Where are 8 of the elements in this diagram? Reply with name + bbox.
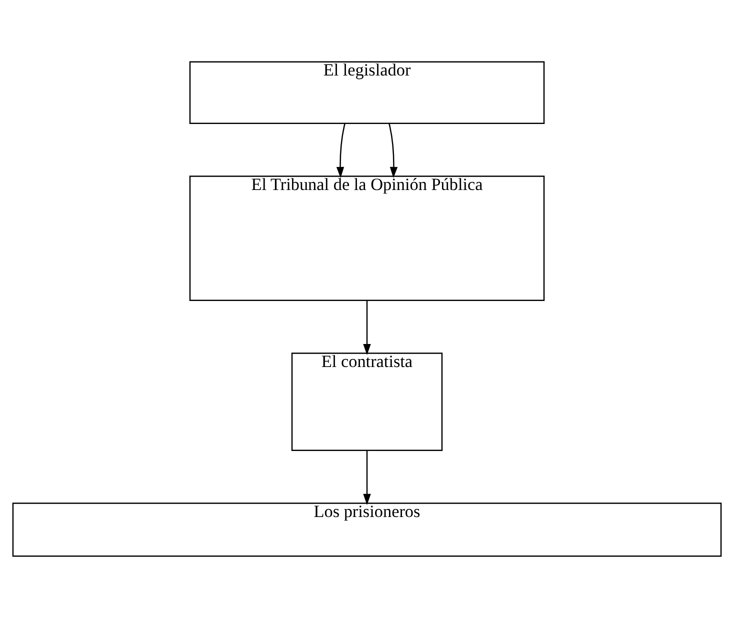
node-box: El contratista [291,352,443,450]
node-box: El legislador [189,60,545,124]
arrow [388,122,398,178]
arrow [363,450,371,504]
arrow [336,122,346,178]
node-box: El Tribunal de la Opinión Pública [189,175,545,300]
arrow [363,300,371,355]
node-box: Los prisioneros [12,502,722,556]
